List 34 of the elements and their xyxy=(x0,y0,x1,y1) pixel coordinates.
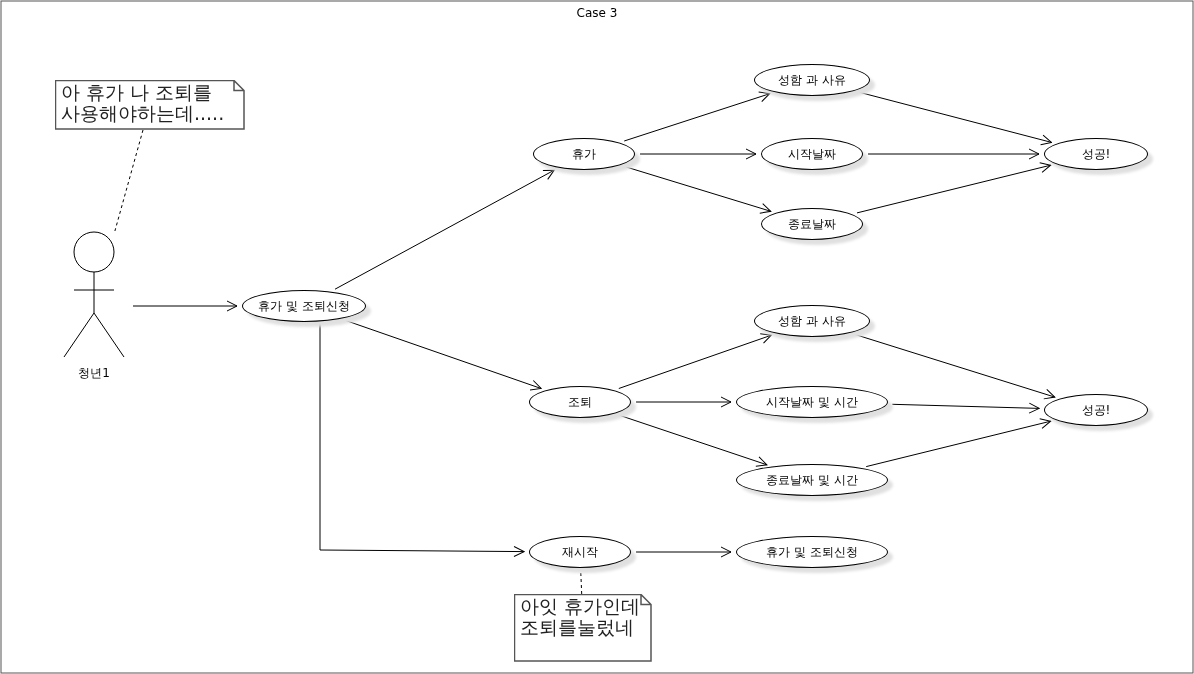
arrow xyxy=(635,396,732,408)
arrow xyxy=(639,148,757,160)
use-case-ellipse: 종료날짜 xyxy=(761,208,863,240)
use-case-ellipse: 성공! xyxy=(1044,138,1148,170)
use-case-ellipse: 조퇴 xyxy=(529,386,631,418)
arrow xyxy=(319,320,525,557)
arrow xyxy=(858,91,1052,146)
actor-label: 청년1 xyxy=(77,365,111,382)
use-case-ellipse: 성함 과 사유 xyxy=(754,64,870,96)
leader-line xyxy=(580,567,583,595)
use-case-ellipse: 휴가 xyxy=(533,138,635,170)
use-case-ellipse: 재시작 xyxy=(529,536,631,568)
use-case-ellipse: 시작날짜 및 시간 xyxy=(736,386,888,418)
note-box: 아 휴가 나 조퇴를 사용해야하는데..... xyxy=(55,80,245,130)
arrow xyxy=(334,169,555,290)
note-box: 아잇 휴가인데 조퇴를눌렀네 xyxy=(514,594,652,662)
use-case-ellipse: 성함 과 사유 xyxy=(754,305,870,337)
use-case-ellipse: 휴가 및 조퇴신청 xyxy=(242,290,366,322)
arrow xyxy=(132,300,238,312)
arrow xyxy=(856,162,1052,214)
arrow xyxy=(618,333,772,389)
use-case-ellipse: 성공! xyxy=(1044,394,1148,426)
use-case-ellipse: 휴가 및 조퇴신청 xyxy=(736,536,888,568)
arrow xyxy=(623,91,771,142)
arrow xyxy=(865,418,1052,468)
leader-line xyxy=(114,129,144,232)
use-case-ellipse: 종료날짜 및 시간 xyxy=(736,464,888,496)
arrow xyxy=(619,414,768,467)
diagram-title: Case 3 xyxy=(575,6,619,20)
use-case-ellipse: 시작날짜 xyxy=(761,138,863,170)
arrow xyxy=(891,402,1040,414)
arrow xyxy=(854,334,1056,400)
arrow xyxy=(867,148,1040,160)
arrow xyxy=(635,546,732,558)
